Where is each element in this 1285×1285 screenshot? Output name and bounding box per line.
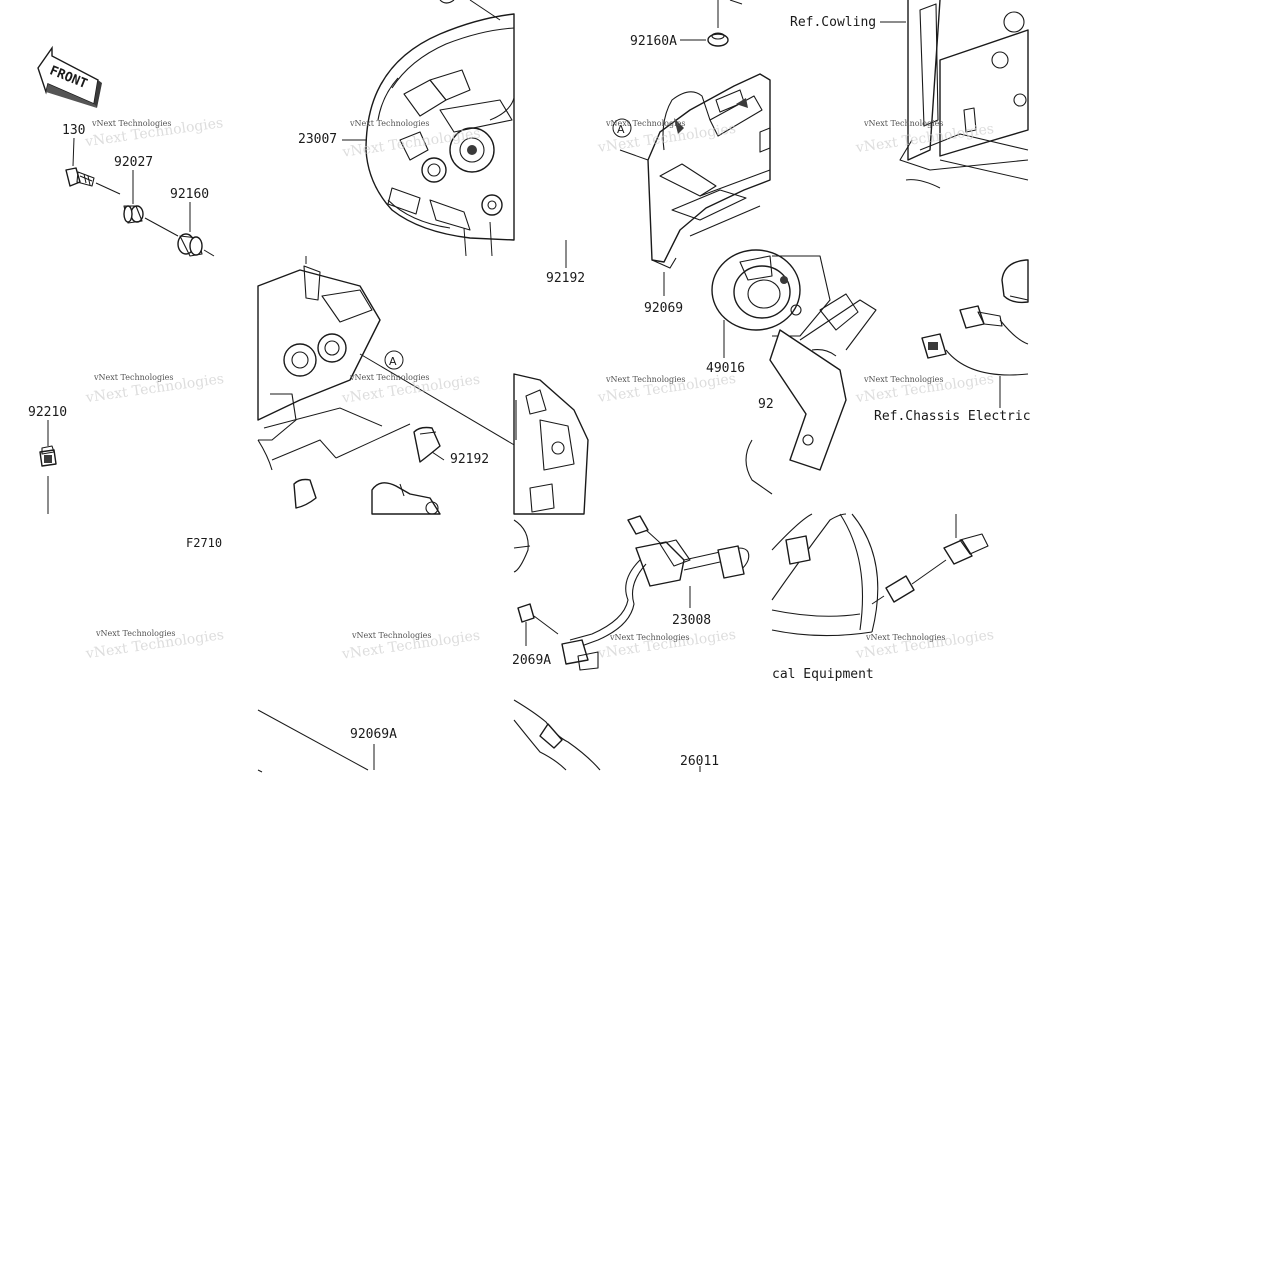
- bracket-92069-part: [565, 73, 771, 296]
- label-92160: 92160: [170, 187, 209, 202]
- label-92069: 92069: [644, 301, 683, 316]
- bulb-92192-part: [293, 426, 445, 515]
- connector-harness-right-part: [921, 305, 1029, 408]
- svg-text:vNext Technologies: vNext Technologies: [93, 373, 173, 382]
- label-92069a: 92069A: [350, 727, 397, 742]
- svg-text:vNext Technologies: vNext Technologies: [605, 119, 685, 128]
- label-92-partial: 92: [758, 397, 774, 412]
- svg-text:vNext Technologies: vNext Technologies: [863, 375, 943, 384]
- svg-text:A: A: [389, 355, 397, 368]
- svg-text:vNext Technologies: vNext Technologies: [349, 119, 429, 128]
- label-92210: 92210: [28, 405, 67, 420]
- svg-text:vNext Technologies: vNext Technologies: [863, 119, 943, 128]
- label-26011: 26011: [680, 754, 719, 769]
- bracket-center-part: [513, 373, 589, 515]
- clip-92210-part: [39, 420, 57, 514]
- label-23007: 23007: [298, 132, 337, 147]
- label-130: 130: [62, 123, 85, 138]
- label-49016: 49016: [706, 361, 745, 376]
- label-92160a: 92160A: [630, 34, 677, 49]
- wire-harness-23008-part: [513, 515, 750, 671]
- washer-92027-part: [123, 170, 144, 224]
- front-arrow-icon: FRONT: [37, 45, 102, 108]
- label-92027: 92027: [114, 155, 153, 170]
- reflector-49016-part: [711, 249, 877, 495]
- headlight-23007-part: [342, 0, 515, 257]
- callout-a-right-icon: A: [612, 118, 632, 138]
- svg-text:A: A: [617, 123, 625, 136]
- svg-text:vNext Technologies: vNext Technologies: [865, 633, 945, 642]
- label-92069a-right: 2069A: [512, 653, 551, 668]
- svg-text:vNext Technologies: vNext Technologies: [609, 633, 689, 642]
- wire-harness-right-lower-part: [771, 513, 989, 637]
- label-ref-chassis: Ref.Chassis Electric: [874, 409, 1031, 424]
- cable-26011-part: [513, 699, 701, 772]
- grommet-92160-part: [177, 202, 215, 257]
- label-92192-mid: 92192: [450, 452, 489, 467]
- bolt-130-part: [65, 137, 95, 187]
- svg-text:vNext Technologies: vNext Technologies: [351, 631, 431, 640]
- label-92192-top: 92192: [546, 271, 585, 286]
- frame-bracket-right-part: [880, 0, 1029, 189]
- wire-92069a-part: [257, 709, 375, 773]
- headlight-housing-lower-part: [257, 256, 517, 471]
- svg-text:vNext Technologies: vNext Technologies: [349, 373, 429, 382]
- grommet-92160a-part: [680, 0, 743, 47]
- label-ref-cowling: Ref.Cowling: [790, 15, 876, 30]
- svg-text:vNext Technologies: vNext Technologies: [91, 119, 171, 128]
- label-23008: 23008: [672, 613, 711, 628]
- cap-part: [1001, 259, 1029, 304]
- svg-text:vNext Technologies: vNext Technologies: [605, 375, 685, 384]
- svg-text:vNext Technologies: vNext Technologies: [95, 629, 175, 638]
- label-ref-equipment: cal Equipment: [772, 667, 874, 682]
- callout-a-left-icon: A: [384, 350, 404, 370]
- figure-code: F2710: [186, 536, 222, 550]
